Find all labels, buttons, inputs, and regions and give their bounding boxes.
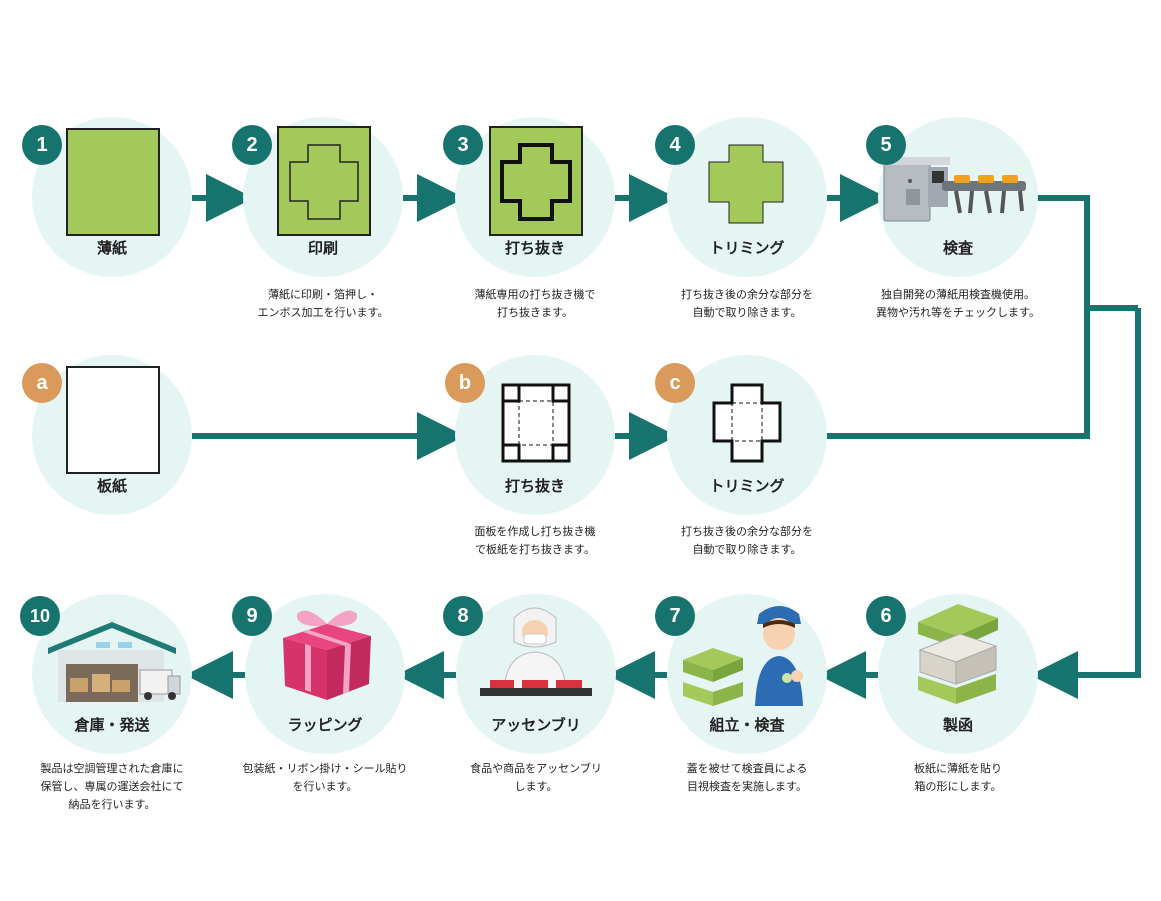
step-9-wrapping: ラッピング [245,594,405,754]
step-badge-8: 8 [443,596,483,636]
step-c-description: 打ち抜き後の余分な部分を 自動で取り除きます。 [681,525,813,556]
step-3-description: 薄紙専用の打ち抜き機で 打ち抜きます。 [474,288,596,319]
step-badge-10: 10 [20,596,60,636]
step-badge-7: 7 [655,596,695,636]
green-paper-icon [66,128,160,236]
box-assembly-icon [918,604,998,704]
step-7-description: 蓋を被せて検査員による 目視検査を実施します。 [686,762,808,793]
step-badge-c: c [655,363,695,403]
connector-5-merge [1038,195,1138,311]
step-label: 薄紙 [96,239,127,257]
step-badge-9: 9 [232,596,272,636]
step-badge-1: 1 [22,125,62,165]
white-board-icon [66,366,160,474]
board-cross-icon [712,383,782,463]
step-badge-6: 6 [866,596,906,636]
step-4-description: 打ち抜き後の余分な部分を 自動で取り除きます。 [681,288,813,319]
step-2-printing: 印刷 [243,117,403,277]
step-8-description: 食品や商品をアッセンブリ します。 [470,762,602,793]
step-7-assembly-inspection: 組立・検査 [667,594,827,754]
step-badge-2: 2 [232,125,272,165]
step-5-description: 独自開発の薄紙用検査機使用。 異物や汚れ等をチェックします。 [876,288,1040,319]
step-9-description: 包装紙・リボン掛け・シール貼り を行います。 [242,762,408,793]
trimmed-cross-icon [708,144,784,224]
step-2-description: 薄紙に印刷・箔押し・ エンボス加工を行います。 [257,288,389,319]
board-die-cut-icon [501,383,571,463]
step-10-description: 製品は空調管理された倉庫に 保管し、専属の運送会社にて 納品を行います。 [40,762,184,811]
worker-inspection-icon [683,606,803,706]
step-badge-b: b [445,363,485,403]
arrow-merge-6 [1030,308,1141,699]
inspection-machine-icon [883,157,1026,222]
step-badge-4: 4 [655,125,695,165]
step-b-description: 面板を作成し打ち抜き機 で板紙を打ち抜きます。 [474,525,596,556]
step-badge-a: a [22,363,62,403]
step-badge-5: 5 [866,125,906,165]
food-worker-icon [480,607,592,696]
step-badge-3: 3 [443,125,483,165]
step-6-description: 板紙に薄紙を貼り 箱の形にします。 [914,762,1002,793]
die-cut-paper-icon [489,126,583,236]
printed-paper-icon [277,126,371,236]
connector-c-merge [827,308,1090,439]
warehouse-truck-icon [48,622,181,702]
step-5-inspection: 検査 [878,117,1038,277]
step-8-assembly: アッセンブリ [456,594,616,754]
gift-box-icon [283,610,371,700]
